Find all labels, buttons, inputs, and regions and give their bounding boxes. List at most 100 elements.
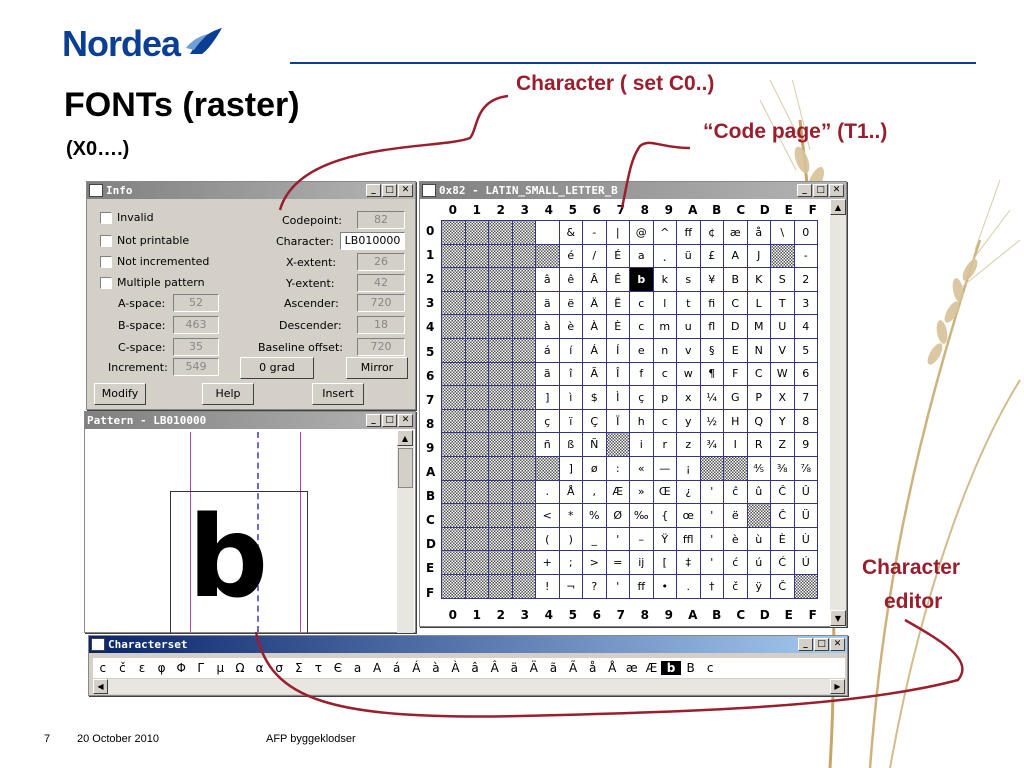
charset-char[interactable]: á: [393, 661, 401, 675]
charset-char[interactable]: σ: [275, 661, 283, 675]
charset-char[interactable]: Ω: [235, 661, 245, 675]
multiple-pattern-checkbox[interactable]: [100, 277, 112, 289]
grid-cell[interactable]: p: [652, 385, 677, 410]
grid-cell[interactable]: Ï: [605, 408, 630, 434]
grid-cell-undefined[interactable]: [464, 455, 489, 481]
grid-cell[interactable]: î: [558, 361, 583, 387]
grid-cell[interactable]: é: [558, 243, 583, 269]
grid-cell[interactable]: Å: [558, 479, 583, 505]
grid-cell[interactable]: S: [770, 267, 795, 292]
scroll-up-icon[interactable]: ▲: [830, 199, 846, 215]
grid-cell-undefined[interactable]: [464, 550, 489, 575]
grid-cell[interactable]: -: [793, 243, 818, 269]
grid-cell-undefined[interactable]: [511, 337, 536, 363]
grid-cell[interactable]: Ć: [770, 550, 795, 575]
grid-cell-undefined[interactable]: [441, 290, 466, 316]
grid-cell[interactable]: Z: [770, 432, 795, 457]
glyph-preview[interactable]: b: [188, 493, 269, 623]
grid-cell[interactable]: Ú: [793, 550, 818, 575]
grid-cell-undefined[interactable]: [770, 243, 795, 269]
grid-cell-undefined[interactable]: [464, 314, 489, 339]
grid-cell[interactable]: [: [652, 550, 677, 575]
grid-cell[interactable]: 6: [793, 361, 818, 387]
grid-cell[interactable]: u: [676, 314, 701, 339]
charset-char[interactable]: φ: [157, 661, 166, 675]
grid-cell[interactable]: à: [535, 314, 560, 339]
grid-cell[interactable]: m: [652, 314, 677, 339]
charset-char[interactable]: Å: [608, 661, 617, 675]
rotation-button[interactable]: 0 grad: [240, 357, 314, 379]
grid-cell-undefined[interactable]: [723, 455, 748, 481]
grid-cell[interactable]: Y: [770, 408, 795, 434]
descender-field[interactable]: 18: [357, 316, 405, 334]
grid-cell[interactable]: ï: [558, 408, 583, 434]
grid-cell[interactable]: Â: [582, 267, 607, 292]
charset-char[interactable]: ä: [510, 661, 518, 675]
grid-cell[interactable]: T: [770, 290, 795, 316]
charset-char[interactable]: ε: [138, 661, 146, 675]
maximize-icon[interactable]: □: [382, 184, 397, 197]
grid-cell-undefined[interactable]: [488, 526, 513, 552]
scroll-up-icon[interactable]: ▲: [397, 430, 413, 446]
grid-cell[interactable]: 7: [793, 385, 818, 410]
grid-cell[interactable]: ⅜: [770, 455, 795, 481]
grid-cell[interactable]: F: [723, 361, 748, 387]
grid-cell[interactable]: v: [676, 337, 701, 363]
grid-cell-undefined[interactable]: [441, 573, 466, 599]
grid-cell-undefined[interactable]: [511, 290, 536, 316]
grid-cell-undefined[interactable]: [488, 455, 513, 481]
grid-cell-undefined[interactable]: [464, 503, 489, 528]
grid-cell[interactable]: c: [629, 314, 654, 339]
grid-cell-undefined[interactable]: [488, 267, 513, 292]
grid-cell[interactable]: ;: [558, 550, 583, 575]
charset-char[interactable]: α: [255, 661, 264, 675]
grid-cell[interactable]: .: [535, 479, 560, 505]
grid-cell[interactable]: Á: [582, 337, 607, 363]
grid-cell[interactable]: Č: [770, 573, 795, 599]
charset-char[interactable]: Á: [412, 661, 421, 675]
grid-cell-undefined[interactable]: [605, 432, 630, 457]
grid-cell[interactable]: ^: [652, 220, 677, 245]
grid-cell[interactable]: H: [723, 408, 748, 434]
close-icon[interactable]: ✕: [829, 184, 844, 197]
grid-cell[interactable]: ]: [558, 455, 583, 481]
grid-cell-selected[interactable]: b: [629, 267, 654, 292]
grid-cell[interactable]: c: [652, 408, 677, 434]
grid-cell-undefined[interactable]: [441, 314, 466, 339]
grid-cell-undefined[interactable]: [464, 337, 489, 363]
charset-char[interactable]: À: [451, 661, 460, 675]
grid-cell[interactable]: ffl: [676, 526, 701, 552]
grid-cell-undefined[interactable]: [441, 267, 466, 292]
grid-cell[interactable]: 4: [793, 314, 818, 339]
grid-cell[interactable]: !: [535, 573, 560, 599]
insert-button[interactable]: Insert: [312, 383, 364, 405]
charset-char-selected[interactable]: b: [661, 661, 681, 675]
maximize-icon[interactable]: □: [814, 638, 829, 651]
scroll-left-icon[interactable]: ◀: [93, 679, 108, 694]
character-field[interactable]: LB010000: [340, 232, 405, 250]
grid-cell-undefined[interactable]: [488, 479, 513, 505]
grid-cell[interactable]: X: [770, 385, 795, 410]
grid-cell-undefined[interactable]: [464, 385, 489, 410]
charset-char[interactable]: Ã: [568, 661, 578, 675]
grid-cell[interactable]: 9: [793, 432, 818, 457]
grid-cell-undefined[interactable]: [511, 503, 536, 528]
grid-cell[interactable]: ij: [629, 550, 654, 575]
grid-cell[interactable]: ?: [582, 573, 607, 599]
grid-cell[interactable]: £: [699, 243, 724, 269]
grid-cell-undefined[interactable]: [464, 220, 489, 245]
grid-cell[interactable]: e: [629, 337, 654, 363]
grid-cell-undefined[interactable]: [511, 408, 536, 434]
grid-cell[interactable]: /: [582, 243, 607, 269]
grid-cell[interactable]: R: [746, 432, 771, 457]
grid-cell[interactable]: Û: [793, 479, 818, 505]
grid-cell-undefined[interactable]: [488, 432, 513, 457]
charset-char[interactable]: č: [119, 661, 126, 675]
grid-cell[interactable]: M: [746, 314, 771, 339]
grid-cell-undefined[interactable]: [464, 267, 489, 292]
help-button[interactable]: Help: [202, 383, 254, 405]
grid-cell[interactable]: á: [535, 337, 560, 363]
grid-cell[interactable]: ø: [582, 455, 607, 481]
grid-cell-undefined[interactable]: [488, 550, 513, 575]
grid-cell-undefined[interactable]: [488, 503, 513, 528]
